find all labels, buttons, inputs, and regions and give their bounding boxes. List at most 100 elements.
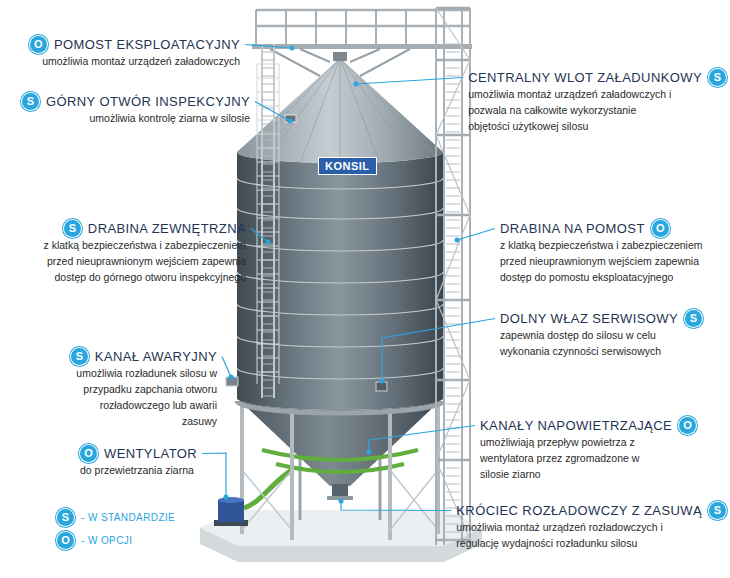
callout-heading: CENTRALNY WLOT ZAŁADUNKOWY bbox=[468, 69, 702, 86]
tower-rung bbox=[446, 76, 460, 77]
ladder-rung bbox=[262, 396, 274, 397]
ladder-rail bbox=[261, 44, 263, 398]
tower-rung bbox=[446, 284, 460, 285]
tower-rung bbox=[446, 156, 460, 157]
silo-ring bbox=[237, 336, 443, 347]
platform-post bbox=[405, 10, 407, 44]
tower-beam bbox=[436, 459, 470, 462]
tower-rung bbox=[446, 236, 460, 237]
callout-description: umożliwia montaż urządzeń załadowczych i… bbox=[468, 86, 674, 134]
cage-hoop bbox=[257, 162, 279, 163]
silo-roof bbox=[237, 58, 443, 163]
ladder-rung bbox=[262, 300, 274, 301]
badge-letter: O bbox=[57, 532, 74, 549]
leg-brace bbox=[390, 470, 438, 530]
silo-ring bbox=[237, 368, 443, 379]
cage-hoop bbox=[257, 302, 279, 303]
tower-rung bbox=[446, 100, 460, 101]
silo-ring bbox=[237, 240, 443, 251]
tower-rung bbox=[446, 500, 460, 501]
cage-hoop bbox=[257, 316, 279, 317]
ladder-cage bbox=[279, 64, 280, 384]
tower-rung bbox=[446, 268, 460, 269]
tower-post bbox=[461, 8, 463, 545]
ladder-rung bbox=[262, 116, 274, 117]
cage-hoop bbox=[257, 148, 279, 149]
leader-line bbox=[457, 229, 495, 241]
leg-brace bbox=[242, 470, 292, 530]
legend-badge: S bbox=[57, 509, 74, 526]
aeration-duct bbox=[262, 450, 418, 460]
callout-description: do przewietrzania ziarna bbox=[80, 462, 197, 478]
callout-heading: KRÓCIEC ROZŁADOWCZY Z ZASUWĄ bbox=[456, 502, 702, 519]
cage-hoop bbox=[257, 120, 279, 121]
legend-badge: O bbox=[57, 532, 74, 549]
discharge-spout bbox=[332, 484, 348, 497]
callout-block: SKANAŁ AWARYJNYumożliwia rozładunek silo… bbox=[67, 348, 217, 429]
tower-rung bbox=[446, 340, 460, 341]
tower-rung bbox=[446, 44, 460, 45]
badge-letter: S bbox=[685, 310, 702, 327]
leader-dot bbox=[354, 82, 359, 87]
platform-post bbox=[315, 10, 317, 44]
tower-beam bbox=[436, 59, 470, 62]
ladder-rung bbox=[262, 340, 274, 341]
callout-heading: DRABINA ZEWNĘTRZNA bbox=[88, 220, 246, 237]
leader-dot bbox=[229, 375, 234, 380]
badge-letter: S bbox=[709, 69, 726, 86]
callout-block: CENTRALNY WLOT ZAŁADUNKOWY Sumożliwia mon… bbox=[468, 69, 726, 134]
platform-floor bbox=[252, 44, 472, 49]
ladder-rung bbox=[262, 220, 274, 221]
tower-post bbox=[435, 8, 437, 545]
tower-rung bbox=[446, 140, 460, 141]
callout-description: umożliwia kontrolę ziarna w silosie bbox=[22, 110, 250, 126]
cage-hoop bbox=[257, 176, 279, 177]
tower-rung bbox=[446, 476, 460, 477]
cage-hoop bbox=[257, 92, 279, 93]
heading-row: OWENTYLATOR bbox=[80, 445, 197, 462]
heading-row: SGÓRNY OTWÓR INSPEKCYJNY bbox=[22, 93, 250, 110]
leader-dot bbox=[288, 119, 293, 124]
central-inlet bbox=[333, 52, 347, 61]
tower-rung bbox=[446, 420, 460, 421]
ladder-rung bbox=[262, 228, 274, 229]
tower-rung bbox=[446, 300, 460, 301]
tower-rung bbox=[446, 356, 460, 357]
callout-block: OWENTYLATORdo przewietrzania ziarna bbox=[80, 445, 197, 478]
ladder-rung bbox=[262, 156, 274, 157]
ladder-rung bbox=[262, 324, 274, 325]
callout-block: SGÓRNY OTWÓR INSPEKCYJNYumożliwia kontro… bbox=[22, 93, 250, 126]
leader-dot bbox=[339, 499, 344, 504]
badge-letter: S bbox=[71, 348, 88, 365]
tower-rung bbox=[446, 68, 460, 69]
tower-rung bbox=[446, 380, 460, 381]
callout-block: DRABINA NA POMOSTOz klatką bezpieczeństw… bbox=[500, 220, 718, 285]
ladder-rung bbox=[262, 164, 274, 165]
ladder-rung bbox=[262, 188, 274, 189]
leader-line bbox=[251, 229, 268, 243]
ladder-rung bbox=[262, 252, 274, 253]
fan bbox=[214, 497, 248, 526]
leader-dot bbox=[380, 379, 385, 384]
leader-line bbox=[255, 102, 290, 122]
cage-hoop bbox=[257, 204, 279, 205]
callout-block: KANAŁY NAPOWIETRZAJĄCEOumożliwiają przep… bbox=[480, 417, 696, 482]
silo-ring bbox=[237, 304, 443, 315]
tower-brace bbox=[436, 215, 470, 300]
ladder-rung bbox=[262, 380, 274, 381]
heading-row: SDRABINA ZEWNĘTRZNA bbox=[28, 220, 246, 237]
heading-row: CENTRALNY WLOT ZAŁADUNKOWY S bbox=[468, 69, 726, 86]
callout-block: SDRABINA ZEWNĘTRZNAz klatką bezpieczeńst… bbox=[28, 220, 246, 285]
ladder-rail bbox=[273, 44, 275, 398]
badge-letter: S bbox=[57, 509, 74, 526]
ladder-rung bbox=[262, 388, 274, 389]
leader-dot bbox=[266, 240, 271, 245]
cage-hoop bbox=[257, 134, 279, 135]
cage-hoop bbox=[257, 64, 279, 65]
ladder-rung bbox=[262, 356, 274, 357]
silo-ring bbox=[237, 178, 443, 189]
tower-rung bbox=[446, 164, 460, 165]
leader-line bbox=[341, 501, 451, 511]
roof-rib bbox=[245, 58, 340, 156]
